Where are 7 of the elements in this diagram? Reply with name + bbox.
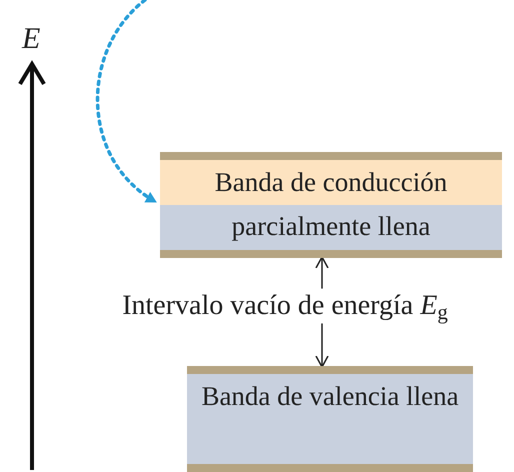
dotted-arrow bbox=[96, 0, 158, 204]
valence-band: Banda de valencia llena bbox=[187, 366, 473, 472]
arrow bbox=[315, 256, 329, 289]
arrow bbox=[315, 323, 329, 368]
gap-label: Intervalo vacío de energía E$_{g}$ bbox=[62, 286, 508, 326]
conduction-band: Banda de conducción parcialmente llena bbox=[160, 152, 502, 258]
axis-label: E bbox=[22, 22, 40, 56]
